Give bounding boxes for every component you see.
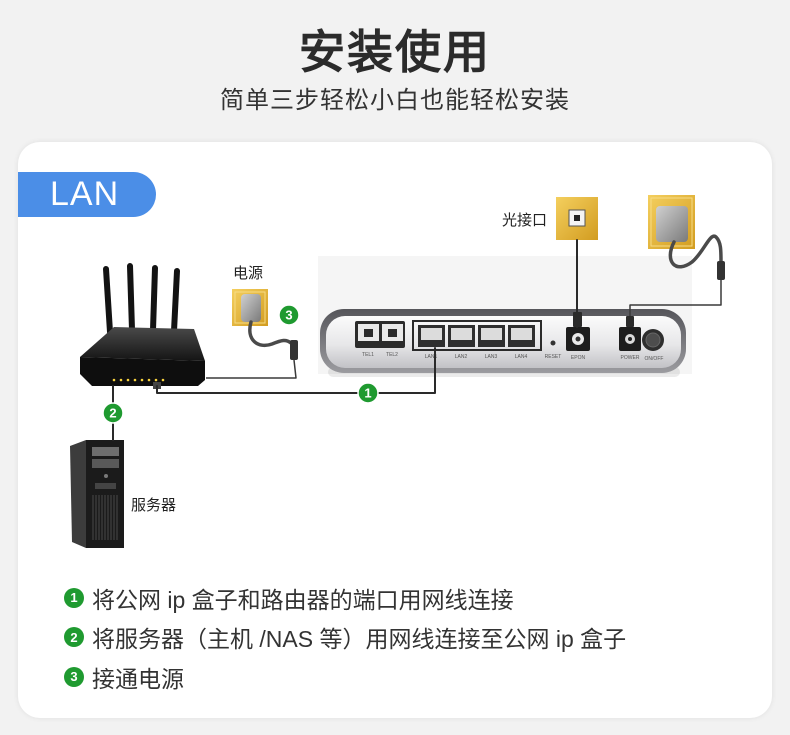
step-text: 将服务器（主机 /NAS 等）用网线连接至公网 ip 盒子	[92, 626, 627, 653]
step-number-badge: 1	[64, 587, 84, 608]
step-item: 1 将公网 ip 盒子和路由器的端口用网线连接	[64, 578, 764, 618]
step-text: 将公网 ip 盒子和路由器的端口用网线连接	[92, 586, 514, 613]
step-text: 接通电源	[92, 665, 184, 692]
steps-list: 1 将公网 ip 盒子和路由器的端口用网线连接 2 将服务器（主机 /NAS 等…	[64, 578, 764, 697]
page-title: 安装使用	[299, 26, 491, 78]
step-item: 2 将服务器（主机 /NAS 等）用网线连接至公网 ip 盒子	[64, 618, 764, 658]
step-number-badge: 2	[64, 627, 84, 648]
step-item: 3 接通电源	[64, 657, 764, 697]
content-card	[18, 142, 772, 718]
page-subtitle: 简单三步轻松小白也能轻松安装	[220, 87, 570, 114]
lan-tag: LAN	[18, 172, 156, 217]
step-number-badge: 3	[64, 666, 84, 687]
